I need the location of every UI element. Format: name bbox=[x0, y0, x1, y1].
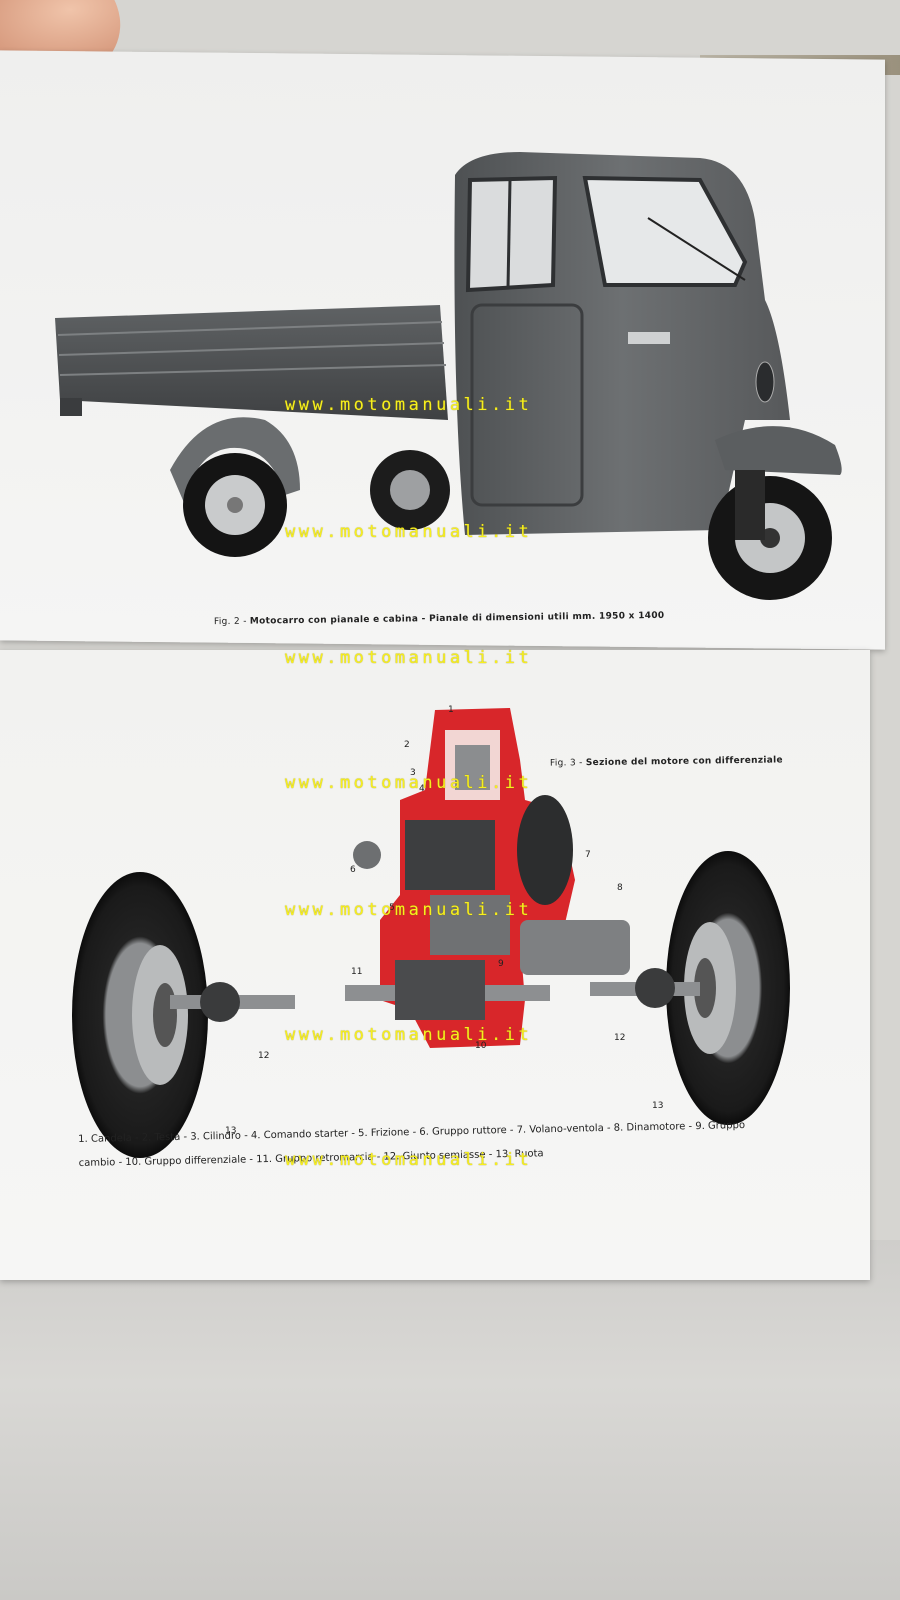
callout-3: 3 bbox=[410, 768, 416, 778]
engine-section bbox=[345, 708, 630, 1048]
right-wheel bbox=[666, 851, 790, 1125]
callout-5: 5 bbox=[389, 903, 395, 913]
truck-cab bbox=[454, 152, 790, 535]
watermark-4: www.motomanuali.it bbox=[285, 773, 533, 793]
watermark-6: www.motomanuali.it bbox=[285, 1025, 533, 1045]
truck-bed bbox=[55, 305, 448, 420]
watermark-2: www.motomanuali.it bbox=[285, 522, 533, 542]
callout-12-right: 12 bbox=[614, 1033, 625, 1043]
watermark-5: www.motomanuali.it bbox=[285, 900, 533, 920]
left-wheel bbox=[72, 872, 208, 1158]
callout-2: 2 bbox=[404, 740, 410, 750]
figure-2-label: Fig. 2 - bbox=[213, 616, 250, 628]
right-half-shaft bbox=[590, 968, 700, 1008]
callout-11: 11 bbox=[351, 967, 362, 977]
callout-9: 9 bbox=[498, 959, 504, 969]
callout-1: 1 bbox=[448, 705, 454, 715]
front-wheel bbox=[708, 426, 842, 600]
watermark-1: www.motomanuali.it bbox=[285, 395, 533, 415]
table-surface bbox=[0, 1240, 900, 1600]
watermark-3: www.motomanuali.it bbox=[285, 648, 533, 668]
rear-wheel bbox=[170, 417, 450, 557]
watermark-7: www.motomanuali.it bbox=[285, 1150, 533, 1170]
callout-12-left: 12 bbox=[258, 1051, 269, 1061]
figure-3-label: Fig. 3 - bbox=[549, 758, 586, 769]
callout-13-right: 13 bbox=[652, 1101, 663, 1111]
callout-4: 4 bbox=[419, 784, 425, 794]
callout-6: 6 bbox=[350, 865, 356, 875]
left-half-shaft bbox=[170, 982, 295, 1022]
callout-8: 8 bbox=[617, 883, 623, 893]
callout-7: 7 bbox=[585, 850, 591, 860]
callout-labels: 1 2 3 4 5 6 7 8 9 10 11 12 12 13 13 bbox=[225, 705, 663, 1136]
callout-13-left: 13 bbox=[225, 1126, 236, 1136]
callout-10: 10 bbox=[475, 1041, 487, 1051]
